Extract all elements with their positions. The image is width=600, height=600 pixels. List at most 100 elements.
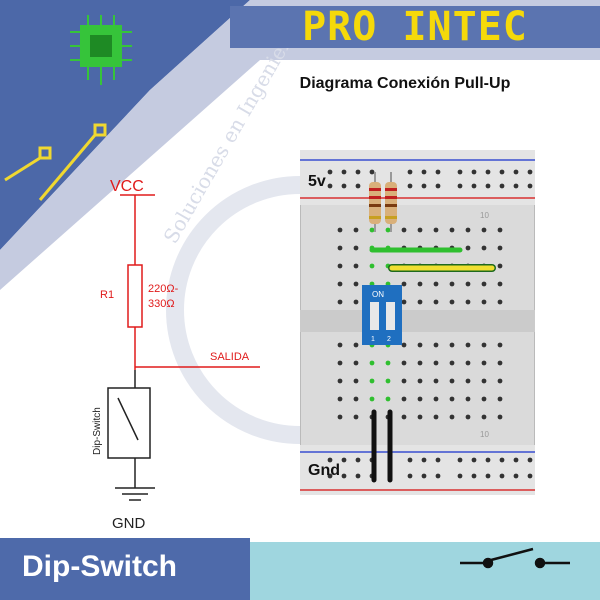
breadboard-hole	[337, 414, 343, 420]
breadboard-hole	[449, 396, 455, 402]
breadboard-hole	[417, 414, 423, 420]
breadboard-hole	[433, 360, 439, 366]
breadboard-hole	[481, 245, 487, 251]
switch-lever	[117, 397, 139, 441]
breadboard-hole	[353, 414, 359, 420]
column-marker-bottom: 10	[480, 430, 489, 439]
breadboard-hole	[355, 473, 361, 479]
breadboard-hole	[465, 342, 471, 348]
breadboard-hole	[417, 378, 423, 384]
breadboard-hole	[481, 414, 487, 420]
breadboard-hole	[485, 473, 491, 479]
breadboard-hole	[527, 473, 533, 479]
dip-pin-2: 2	[387, 336, 391, 343]
breadboard-hole	[337, 263, 343, 269]
breadboard-hole	[471, 457, 477, 463]
breadboard-hole	[421, 457, 427, 463]
breadboard-hole	[449, 299, 455, 305]
breadboard-hole	[481, 227, 487, 233]
breadboard-hole	[433, 396, 439, 402]
breadboard-hole	[385, 396, 391, 402]
top-rail	[300, 150, 535, 205]
breadboard-hole	[327, 169, 333, 175]
breadboard-hole	[407, 473, 413, 479]
breadboard-hole	[353, 299, 359, 305]
breadboard-hole	[481, 281, 487, 287]
breadboard-hole	[353, 342, 359, 348]
breadboard-hole	[417, 299, 423, 305]
breadboard-hole	[449, 281, 455, 287]
breadboard-hole	[435, 169, 441, 175]
breadboard-hole	[341, 183, 347, 189]
breadboard-hole	[337, 245, 343, 251]
breadboard-hole	[433, 227, 439, 233]
breadboard-hole	[385, 378, 391, 384]
cable-tie-icon	[4, 146, 52, 182]
breadboard-hole	[513, 473, 519, 479]
top-rail-label: 5v	[308, 173, 326, 190]
resistor-symbol	[127, 264, 143, 328]
breadboard-hole	[417, 281, 423, 287]
breadboard-hole	[407, 183, 413, 189]
brand-banner: PRO INTEC	[230, 6, 600, 48]
breadboard-hole	[465, 227, 471, 233]
breadboard-hole	[433, 281, 439, 287]
breadboard-hole	[497, 245, 503, 251]
breadboard-hole	[353, 245, 359, 251]
breadboard-hole	[369, 169, 375, 175]
breadboard-hole	[497, 396, 503, 402]
breadboard-hole	[401, 396, 407, 402]
chip-logo-icon	[70, 15, 132, 85]
dip-switch-on: ON	[372, 290, 384, 299]
breadboard-hole	[385, 360, 391, 366]
dip-switch-component	[362, 285, 402, 345]
breadboard-hole	[481, 342, 487, 348]
breadboard-hole	[499, 169, 505, 175]
breadboard-hole	[465, 281, 471, 287]
breadboard-hole	[353, 396, 359, 402]
breadboard-hole	[435, 183, 441, 189]
breadboard-hole	[435, 457, 441, 463]
schematic: VCC R1 220Ω- 330Ω SALIDA Dip-Switch GND	[92, 178, 260, 532]
breadboard-hole	[417, 227, 423, 233]
breadboard-hole	[369, 263, 375, 269]
breadboard-hole	[465, 245, 471, 251]
breadboard-hole	[457, 169, 463, 175]
breadboard-hole	[369, 396, 375, 402]
resistor-1	[369, 172, 381, 232]
breadboard-hole	[337, 360, 343, 366]
breadboard-hole	[497, 281, 503, 287]
breadboard-hole	[401, 281, 407, 287]
breadboard-hole	[471, 473, 477, 479]
breadboard-hole	[497, 378, 503, 384]
breadboard-hole	[481, 360, 487, 366]
breadboard-hole	[499, 473, 505, 479]
breadboard-hole	[407, 457, 413, 463]
breadboard-hole	[353, 263, 359, 269]
breadboard-hole	[355, 183, 361, 189]
breadboard-hole	[337, 299, 343, 305]
breadboard-hole	[471, 169, 477, 175]
center-channel	[300, 310, 535, 332]
bottom-rail-label: Gnd	[308, 462, 340, 479]
column-marker-top: 10	[480, 211, 489, 220]
breadboard-hole	[369, 378, 375, 384]
breadboard-hole	[465, 360, 471, 366]
resistor-name: R1	[100, 289, 114, 301]
breadboard-hole	[341, 457, 347, 463]
breadboard-hole	[527, 169, 533, 175]
breadboard-hole	[385, 227, 391, 233]
dip-pin-1: 1	[371, 336, 375, 343]
breadboard-hole	[449, 227, 455, 233]
breadboard-hole	[433, 414, 439, 420]
breadboard-hole	[497, 263, 503, 269]
breadboard-hole	[435, 473, 441, 479]
bottom-rail	[300, 445, 535, 495]
breadboard-hole	[401, 414, 407, 420]
breadboard-hole	[485, 457, 491, 463]
output-label: SALIDA	[210, 351, 250, 363]
breadboard-hole	[337, 378, 343, 384]
breadboard-hole	[401, 299, 407, 305]
switch-label: Dip-Switch	[92, 407, 103, 455]
resistor-2	[385, 172, 397, 232]
